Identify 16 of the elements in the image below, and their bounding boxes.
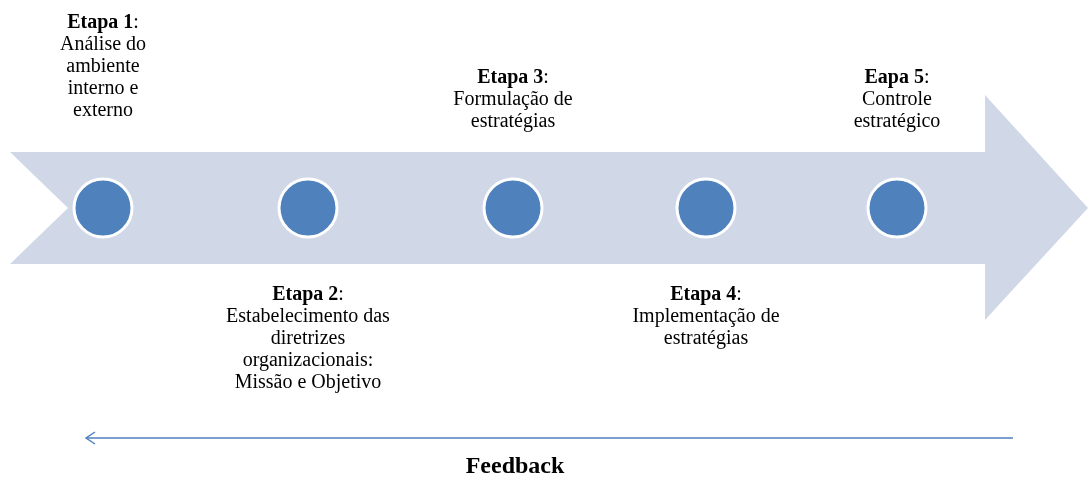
step-description: Análise do ambiente interno e externo bbox=[58, 32, 148, 120]
step-heading: Etapa 2: bbox=[271, 282, 345, 304]
step-circle bbox=[866, 177, 928, 239]
step-heading: Etapa 3: bbox=[476, 65, 550, 87]
step-circle bbox=[482, 177, 544, 239]
step-circle bbox=[277, 177, 339, 239]
feedback-label: Feedback bbox=[465, 452, 565, 479]
step-description: Implementação de estratégias bbox=[631, 304, 781, 348]
step-description: Formulação de estratégias bbox=[452, 87, 574, 131]
step-circle bbox=[675, 177, 737, 239]
step-heading: Eapa 5: bbox=[863, 65, 931, 87]
step-description: Estabelecimento das diretrizes organizacionais: Missão e Objetivo bbox=[225, 304, 391, 392]
step-circle bbox=[72, 177, 134, 239]
step-heading: Etapa 4: bbox=[669, 282, 743, 304]
step-description: Controle estratégico bbox=[852, 87, 942, 131]
step-heading: Etapa 1: bbox=[66, 10, 140, 32]
